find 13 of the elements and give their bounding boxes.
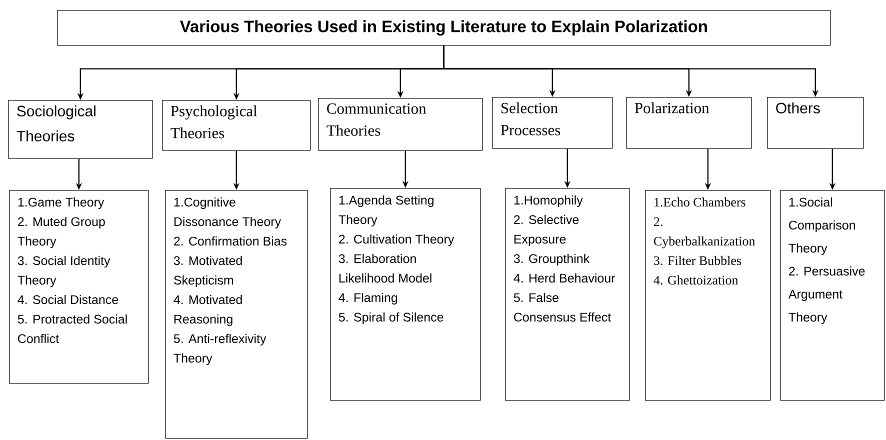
category-box: Selection Processes (492, 97, 613, 149)
list-box: 1.Agenda Setting Theory 2. Cultivation Theory 3. Elaboration Likelihood Model 4. Flaming 5. Spiral of Silence (330, 188, 481, 401)
list-box: 1.Game Theory 2. Muted Group Theory 3. Social Identity Theory 4. Social Distance 5. Protracted Social Conflict (9, 190, 149, 384)
category-box: Polarization (626, 97, 752, 149)
category-box: Others (767, 97, 864, 149)
list-box: 1.Echo Chambers 2. Cyberbalkanization 3. Filter Bubbles 4. Ghettoization (645, 190, 771, 401)
list-box: 1.Cognitive Dissonance Theory 2. Confirmation Bias 3. Motivated Skepticism 4. Motivated Reasoning 5. Anti-reflexivity Theory (165, 190, 308, 439)
list-box: 1.Social Comparison Theory 2. Persuasive Argument Theory (780, 190, 885, 401)
title-box: Various Theories Used in Existing Literature to Explain Polarization (57, 10, 831, 46)
category-box: Psychological Theories (162, 100, 311, 151)
list-box: 1.Homophily 2. Selective Exposure 3. Groupthink 4. Herd Behaviour 5. False Consensus Effect (505, 188, 630, 401)
category-box: Sociological Theories (8, 100, 153, 159)
category-box: Communication Theories (318, 98, 483, 151)
